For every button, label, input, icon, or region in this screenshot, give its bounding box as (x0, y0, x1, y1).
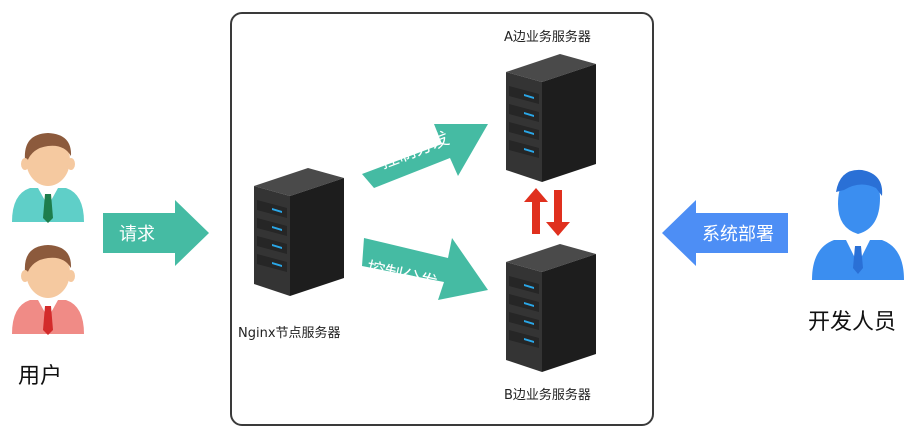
server-b-label: B边业务服务器 (504, 388, 591, 403)
server-b-icon (506, 244, 596, 372)
nginx-server-icon (254, 168, 344, 296)
server-a-label: A边业务服务器 (504, 30, 591, 45)
deploy-arrow-icon (662, 200, 788, 266)
deploy-arrow-label: 系统部署 (702, 224, 774, 245)
server-a-icon (506, 54, 596, 182)
nginx-server-label: Nginx节点服务器 (238, 326, 341, 341)
request-arrow-icon (103, 200, 209, 266)
sync-arrows-icon (524, 188, 570, 236)
users-label: 用户 (18, 364, 63, 389)
dispatch-arrow-bottom-icon (362, 238, 488, 300)
user-green-icon (12, 133, 84, 223)
developer-label: 开发人员 (808, 310, 897, 335)
developer-icon (812, 169, 904, 280)
dispatch-arrow-top-icon (362, 124, 488, 188)
request-arrow-label: 请求 (119, 224, 155, 245)
user-red-icon (12, 245, 84, 335)
